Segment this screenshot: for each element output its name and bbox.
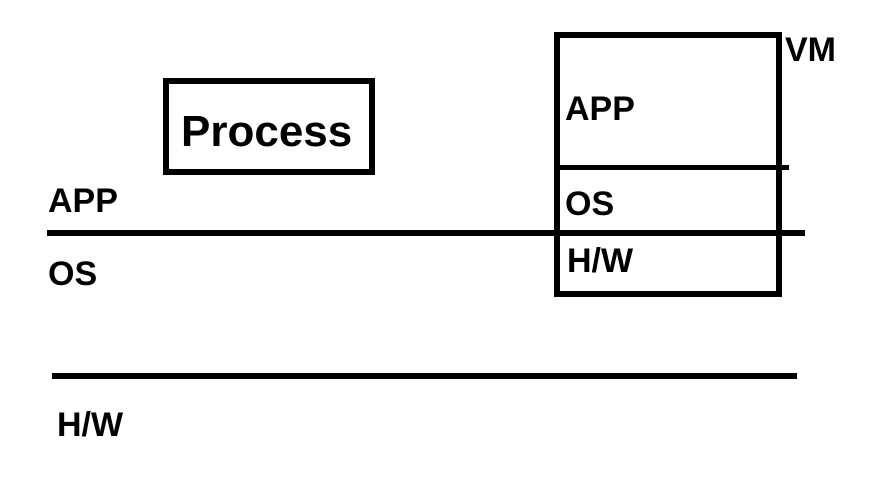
- host-app-label: APP: [48, 182, 118, 220]
- host-app-os-separator-line: [47, 230, 805, 236]
- host-os-label: OS: [48, 255, 98, 293]
- vm-app-os-divider-line: [554, 165, 789, 170]
- process-box: [163, 78, 375, 175]
- vm-app-label: APP: [565, 90, 635, 128]
- vm-box: [554, 32, 782, 297]
- vm-os-label: OS: [565, 185, 615, 223]
- host-os-hw-separator-line: [52, 373, 797, 379]
- host-hw-label: H/W: [57, 406, 124, 444]
- vm-title-label: VM: [785, 31, 836, 69]
- process-box-label: Process: [181, 107, 353, 156]
- vm-hw-label: H/W: [567, 242, 634, 280]
